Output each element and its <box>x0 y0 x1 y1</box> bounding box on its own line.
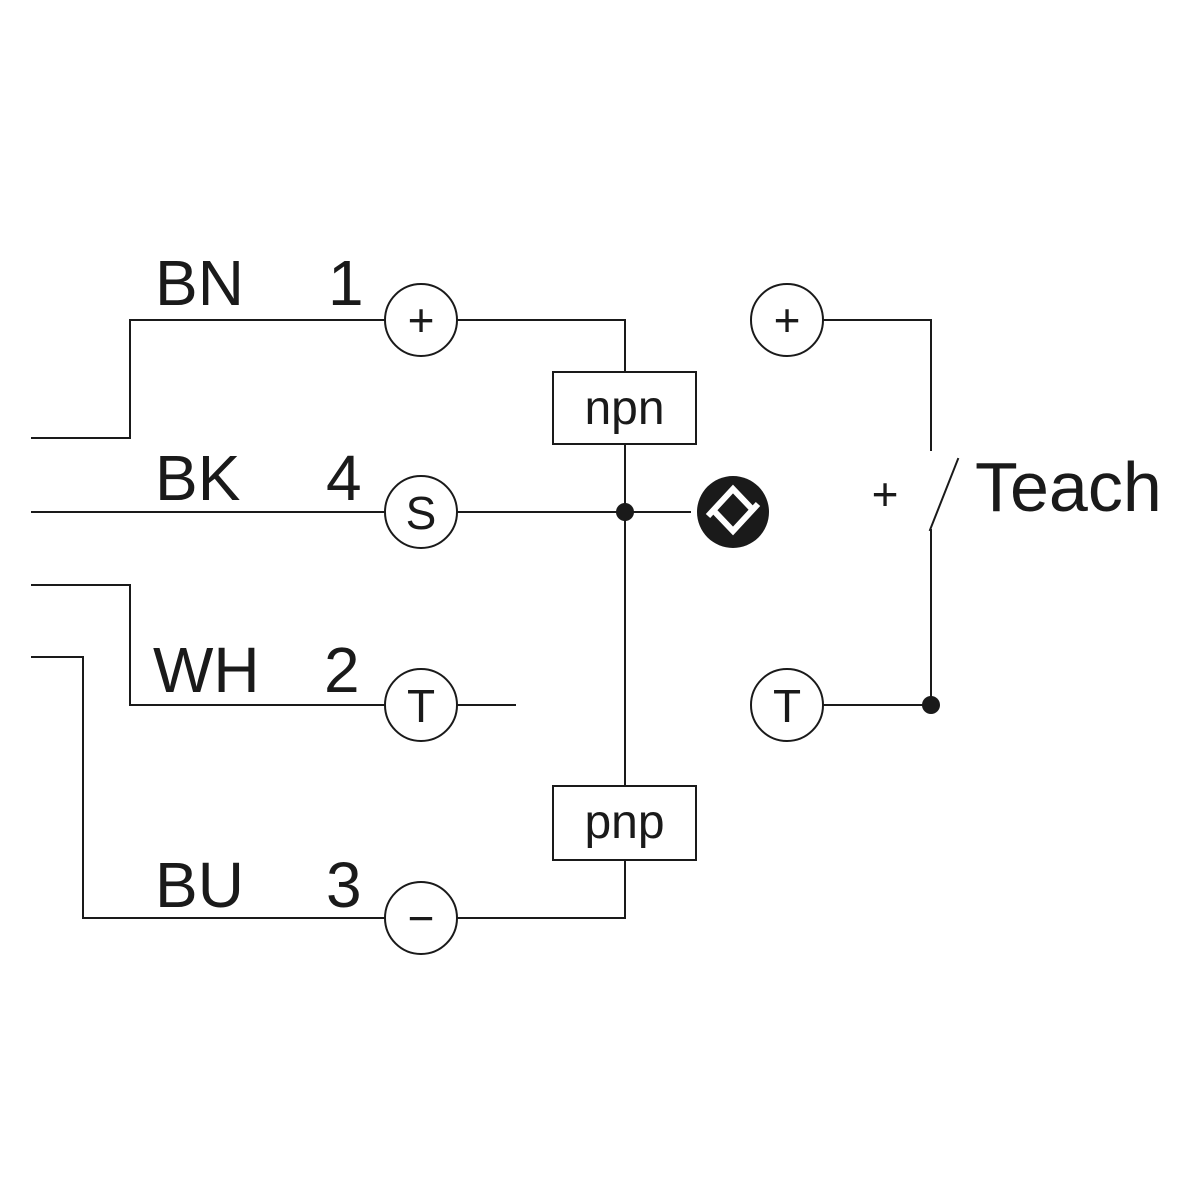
teach-junction-dot <box>922 696 940 714</box>
pnp-label: pnp <box>584 796 664 849</box>
terminal-s: S <box>384 475 458 549</box>
wire-plus-to-npn <box>456 319 626 373</box>
wire-color-label-bk: BK <box>155 442 240 514</box>
output-switching-icon <box>697 476 769 548</box>
teach-switch-plus-sign: + <box>872 468 899 520</box>
svg-text:T: T <box>773 680 801 732</box>
svg-text:+: + <box>408 294 435 346</box>
pin-number-2: 2 <box>324 634 360 706</box>
pin-number-3: 3 <box>326 849 362 921</box>
terminal-plus: + <box>384 283 458 357</box>
svg-text:T: T <box>407 680 435 732</box>
teach-terminal-plus: + <box>750 283 824 357</box>
teach-switch-blade <box>928 457 960 532</box>
teach-terminal-t: T <box>750 668 824 742</box>
wire-color-label-bn: BN <box>155 247 244 319</box>
teach-label: Teach <box>975 448 1162 526</box>
teach-wire-t <box>822 529 932 706</box>
wire-bu <box>31 656 386 919</box>
junction-dot-s <box>616 503 634 521</box>
wire-pnp-to-minus <box>456 859 626 919</box>
pin-number-1: 1 <box>328 247 364 319</box>
pnp-box <box>552 785 697 861</box>
npn-label: npn <box>584 382 664 435</box>
npn-box <box>552 371 697 445</box>
wire-color-label-bu: BU <box>155 849 244 921</box>
wire-color-label-wh: WH <box>153 634 260 706</box>
svg-text:−: − <box>408 892 435 944</box>
wire-bn <box>31 319 386 439</box>
svg-text:+: + <box>774 294 801 346</box>
teach-wire-plus <box>822 319 932 451</box>
svg-text:S: S <box>406 487 437 539</box>
terminal-t: T <box>384 668 458 742</box>
pin-number-4: 4 <box>326 442 362 514</box>
terminal-minus: − <box>384 881 458 955</box>
wire-wh <box>31 584 386 706</box>
